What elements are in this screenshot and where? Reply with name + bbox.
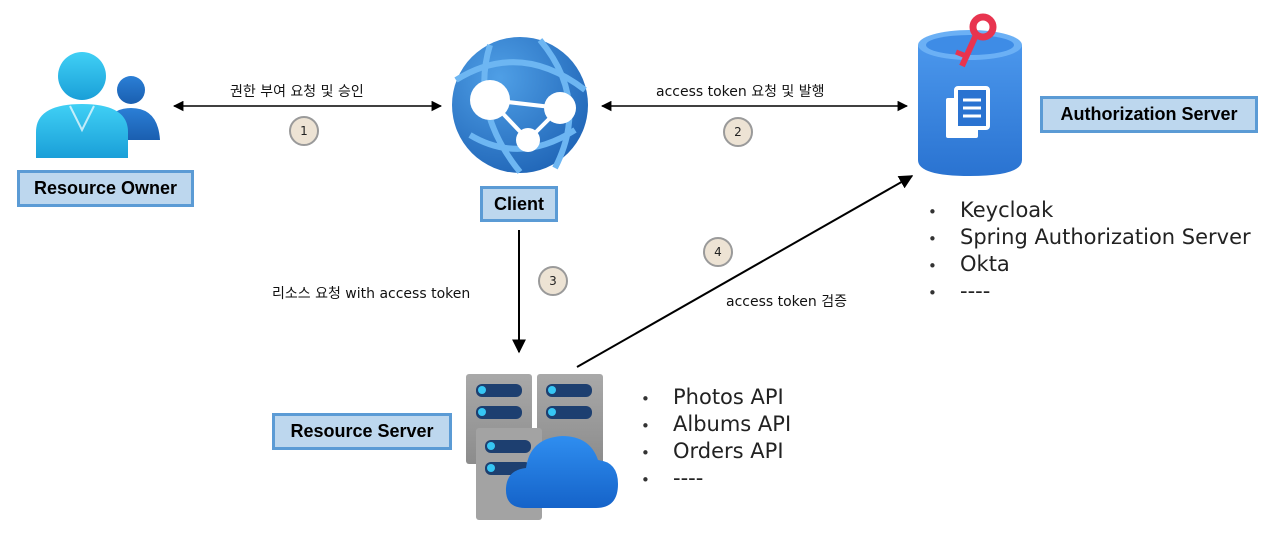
edge-4-label: access token 검증 — [726, 294, 847, 310]
bullet-icon: • — [928, 230, 937, 248]
resource-server-apis-list: •Photos API •Albums API •Orders API •---… — [641, 384, 791, 492]
authorization-server-box: Authorization Server — [1040, 96, 1258, 133]
bullet-icon: • — [641, 417, 650, 435]
bullet-icon: • — [928, 257, 937, 275]
resource-server-box: Resource Server — [272, 413, 452, 450]
list-item: •---- — [928, 278, 1251, 305]
client-box: Client — [480, 186, 558, 222]
list-item: •Albums API — [641, 411, 791, 438]
list-item: •Okta — [928, 251, 1251, 278]
key-icon — [955, 13, 997, 68]
bullet-icon: • — [928, 284, 937, 302]
authorization-server-examples-list: •Keycloak •Spring Authorization Server •… — [928, 197, 1251, 305]
bullet-icon: • — [641, 390, 650, 408]
step-2-marker: 2 — [723, 117, 753, 147]
step-4-marker: 4 — [703, 237, 733, 267]
edge-4-arrow — [576, 175, 914, 368]
edge-3-label: 리소스 요청 with access token — [272, 286, 471, 302]
step-3-marker: 3 — [538, 266, 568, 296]
list-item: •Photos API — [641, 384, 791, 411]
bullet-icon: • — [641, 471, 650, 489]
edge-1-label: 권한 부여 요청 및 승인 — [230, 84, 364, 100]
step-1-marker: 1 — [289, 116, 319, 146]
edge-2-label: access token 요청 및 발행 — [656, 84, 825, 100]
resource-server-icon — [466, 374, 618, 520]
bullet-icon: • — [928, 203, 937, 221]
list-item: •Orders API — [641, 438, 791, 465]
list-item: •Keycloak — [928, 197, 1251, 224]
list-item: •Spring Authorization Server — [928, 224, 1251, 251]
client-globe-icon — [452, 37, 588, 174]
bullet-icon: • — [641, 444, 650, 462]
resource-owner-icon — [36, 52, 160, 158]
resource-owner-box: Resource Owner — [17, 170, 194, 207]
list-item: •---- — [641, 465, 791, 492]
